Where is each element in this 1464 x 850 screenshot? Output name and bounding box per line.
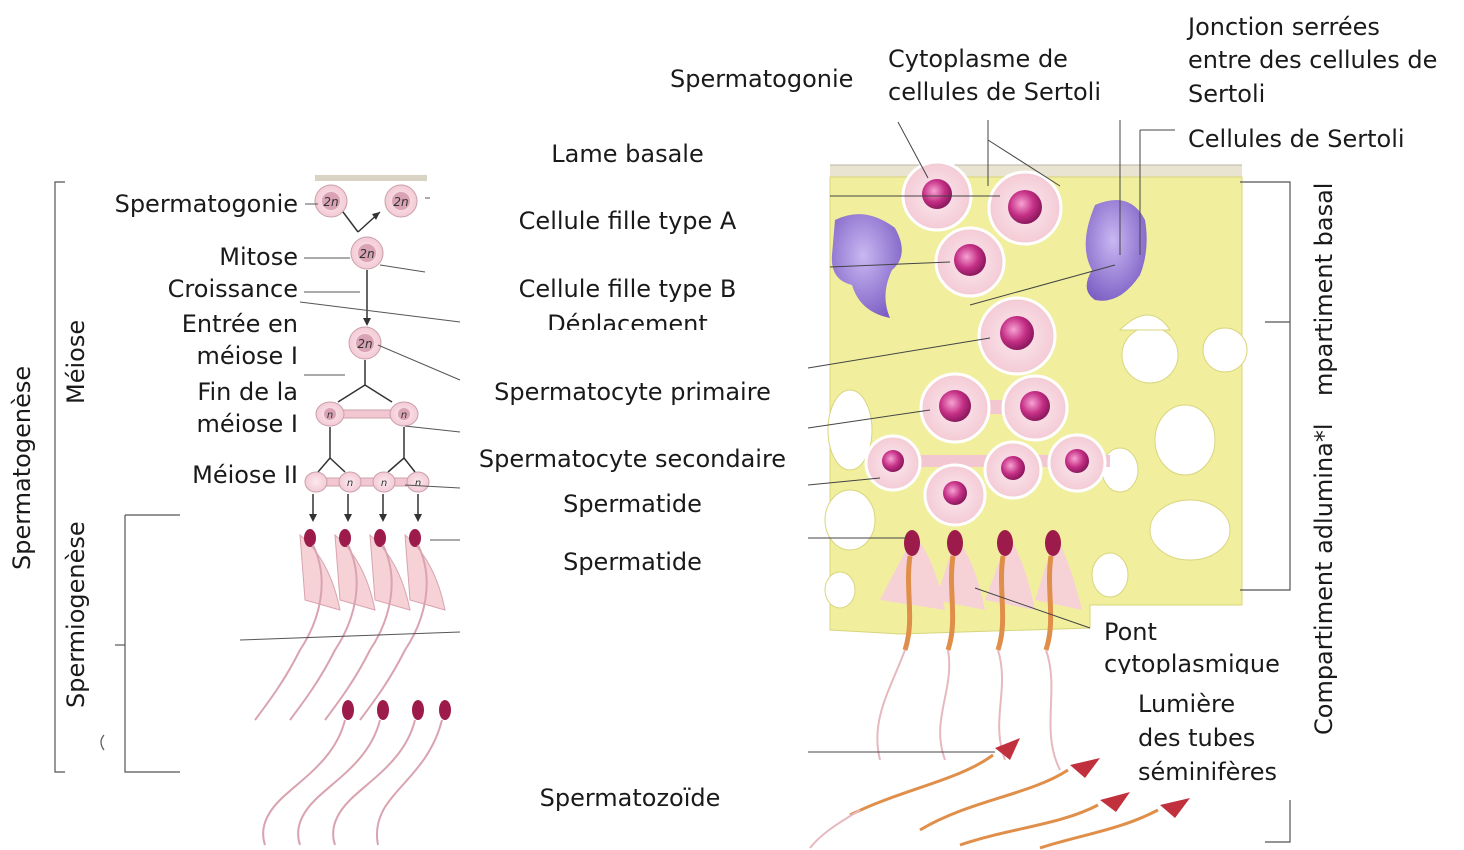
left-cell-spermatogonium-2: 2n	[385, 185, 417, 217]
label-spermatogonie-right: Spermatogonie	[670, 63, 853, 96]
cell-mark-2n: 2n	[359, 247, 374, 261]
left-cell-spermatogonium-1: 2n	[315, 185, 347, 217]
label-pont-line2: cytoplasmique	[1104, 648, 1280, 674]
cell-mark-2n: 2n	[357, 337, 372, 351]
cell-mark-n: n	[381, 478, 387, 489]
label-cellules-sertoli: Cellules de Sertoli	[1188, 123, 1405, 156]
label-spermatide-1: Spermatide	[520, 488, 745, 521]
cell-mark-2n: 2n	[393, 195, 408, 209]
label-entree-meiose-line1: Entrée en	[182, 308, 298, 341]
label-lumiere-line3: séminifères	[1138, 756, 1277, 789]
left-cells-meiosis-one-end: n n	[316, 402, 418, 426]
label-spermatocyte-secondaire: Spermatocyte secondaire	[470, 443, 795, 476]
label-compartiment-adluminal: Compartiment adlumina*l	[1310, 423, 1338, 735]
label-cellule-fille-a: Cellule fille type A	[500, 205, 755, 238]
left-cell-mitosis: 2n	[351, 237, 383, 269]
cell-mark-2n: 2n	[323, 195, 338, 209]
label-cytoplasme-line1: Cytoplasme de	[888, 43, 1068, 76]
cell-mark-n: n	[401, 410, 407, 421]
cell-mark-n: n	[415, 478, 421, 489]
cell-spermatogonium-2	[989, 172, 1061, 244]
label-jonction-line1: Jonction serrées	[1188, 11, 1380, 44]
label-pont-line1: Pont	[1104, 616, 1157, 649]
left-spermatids	[255, 529, 445, 720]
label-meiose-ii: Méiose II	[192, 459, 298, 492]
label-mitose: Mitose	[219, 241, 298, 274]
label-spermatocyte-primaire: Spermatocyte primaire	[470, 376, 795, 409]
left-cells-meiosis-two: n n n	[305, 472, 429, 492]
bracket-label-spermatogenese: Spermatogenèse	[8, 366, 36, 570]
cell-mark-n: n	[327, 410, 333, 421]
label-compartiment-basal: mpartiment basal	[1310, 183, 1338, 396]
bracket-label-spermiogenese: Spermiogenèse	[62, 521, 90, 708]
label-jonction-line2: entre des cellules de	[1188, 44, 1437, 77]
free-spermatozoa	[810, 738, 1190, 848]
label-croissance: Croissance	[168, 273, 298, 306]
label-jonction-line3: Sertoli	[1188, 78, 1265, 111]
label-entree-meiose-line2: méiose I	[197, 340, 298, 373]
label-lumiere-line1: Lumière	[1138, 688, 1235, 721]
label-spermatozoide: Spermatozoïde	[510, 782, 750, 815]
left-spermatozoa	[263, 700, 451, 845]
label-lame-basale: Lame basale	[520, 138, 735, 171]
label-fin-meiose-line1: Fin de la	[197, 376, 298, 409]
cell-mark-n: n	[347, 478, 353, 489]
label-spermatogonie-left: Spermatogonie	[115, 188, 298, 221]
left-basal-lamina	[315, 175, 427, 181]
left-cell-meiosis-entry: 2n	[349, 327, 381, 359]
label-deplacement: Déplacement	[500, 302, 755, 330]
label-spermatide-2: Spermatide	[520, 546, 745, 579]
left-arrows-to-spermatids	[313, 494, 418, 516]
bracket-label-meiose: Méiose	[62, 320, 90, 404]
label-lumiere-line2: des tubes	[1138, 722, 1255, 755]
label-cytoplasme-line2: cellules de Sertoli	[888, 76, 1101, 109]
label-fin-meiose-line2: méiose I	[197, 408, 298, 441]
cell-primary-spermatocyte	[979, 298, 1055, 374]
